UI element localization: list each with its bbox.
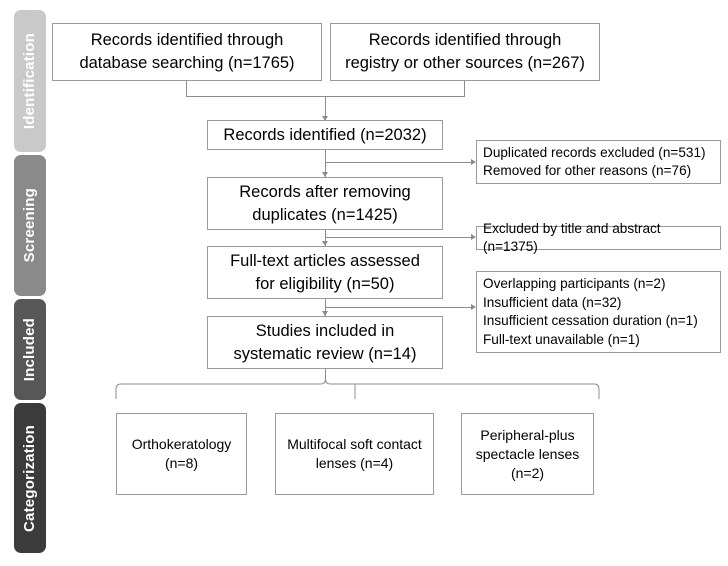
stage-label-identification-text: Identification bbox=[21, 32, 38, 130]
box-category-multifocal-soft-contact-lenses-text: Multifocal soft contact lenses (n=4) bbox=[287, 436, 422, 471]
box-records-identified-text: Records identified (n=2032) bbox=[223, 125, 427, 144]
box-records-after-duplicates-text: Records after removing duplicates (n=142… bbox=[239, 182, 411, 224]
box-category-peripheral-plus-spectacle-lenses: Peripheral-plus spectacle lenses (n=2) bbox=[461, 413, 594, 495]
connector-dedup-to-fulltext bbox=[325, 230, 326, 246]
box-identification-registry: Records identified through registry or o… bbox=[330, 23, 600, 81]
box-category-orthokeratology: Orthokeratology (n=8) bbox=[116, 413, 247, 495]
box-exclusion-fulltext: Overlapping participants (n=2) Insuffici… bbox=[476, 271, 721, 353]
connector-identified-to-dedup bbox=[325, 150, 326, 177]
connector-registry-stub bbox=[464, 81, 465, 96]
arrow-dedup-to-fulltext bbox=[322, 241, 328, 246]
stage-label-categorization-text: Categorization bbox=[21, 424, 38, 532]
connector-branch-fulltext-excluded bbox=[325, 307, 473, 308]
connector-db-stub bbox=[186, 81, 187, 96]
stage-label-identification: Identification bbox=[14, 10, 46, 152]
stage-label-included: Included bbox=[14, 299, 46, 400]
stage-label-screening-text: Screening bbox=[21, 188, 38, 263]
connector-branch-title-abstract bbox=[325, 237, 473, 238]
box-identification-database-text: Records identified through database sear… bbox=[79, 31, 295, 72]
box-records-identified: Records identified (n=2032) bbox=[207, 120, 443, 150]
box-exclusion-duplicates: Duplicated records excluded (n=531) Remo… bbox=[476, 140, 721, 184]
arrow-branch-title-abstract bbox=[471, 233, 476, 240]
stage-label-included-text: Included bbox=[21, 317, 38, 382]
connector-category-bracket bbox=[110, 369, 610, 415]
box-studies-included-text: Studies included in systematic review (n… bbox=[233, 321, 417, 363]
arrow-to-records-identified bbox=[322, 116, 328, 121]
box-studies-included: Studies included in systematic review (n… bbox=[207, 316, 443, 369]
connector-to-records-identified bbox=[325, 96, 326, 118]
box-fulltext-assessed: Full-text articles assessed for eligibil… bbox=[207, 246, 443, 299]
box-category-multifocal-soft-contact-lenses: Multifocal soft contact lenses (n=4) bbox=[275, 413, 434, 495]
box-exclusion-title-abstract: Excluded by title and abstract (n=1375) bbox=[476, 221, 721, 254]
stage-label-screening: Screening bbox=[14, 155, 46, 296]
box-fulltext-assessed-text: Full-text articles assessed for eligibil… bbox=[230, 251, 420, 293]
box-identification-registry-text: Records identified through registry or o… bbox=[345, 31, 585, 72]
connector-branch-duplicates bbox=[325, 162, 473, 163]
stage-label-categorization: Categorization bbox=[14, 403, 46, 553]
box-category-orthokeratology-text: Orthokeratology (n=8) bbox=[131, 436, 232, 471]
arrow-branch-fulltext-excluded bbox=[471, 303, 476, 310]
box-exclusion-fulltext-text: Overlapping participants (n=2) Insuffici… bbox=[483, 276, 698, 347]
box-identification-database: Records identified through database sear… bbox=[52, 23, 322, 81]
arrow-identified-to-dedup bbox=[322, 172, 328, 177]
box-exclusion-duplicates-text: Duplicated records excluded (n=531) Remo… bbox=[483, 144, 706, 179]
arrow-branch-duplicates bbox=[471, 158, 476, 165]
box-exclusion-title-abstract-text: Excluded by title and abstract (n=1375) bbox=[483, 220, 661, 255]
box-records-after-duplicates: Records after removing duplicates (n=142… bbox=[207, 177, 443, 230]
box-category-peripheral-plus-spectacle-lenses-text: Peripheral-plus spectacle lenses (n=2) bbox=[475, 426, 580, 481]
arrow-fulltext-to-included bbox=[322, 311, 328, 316]
